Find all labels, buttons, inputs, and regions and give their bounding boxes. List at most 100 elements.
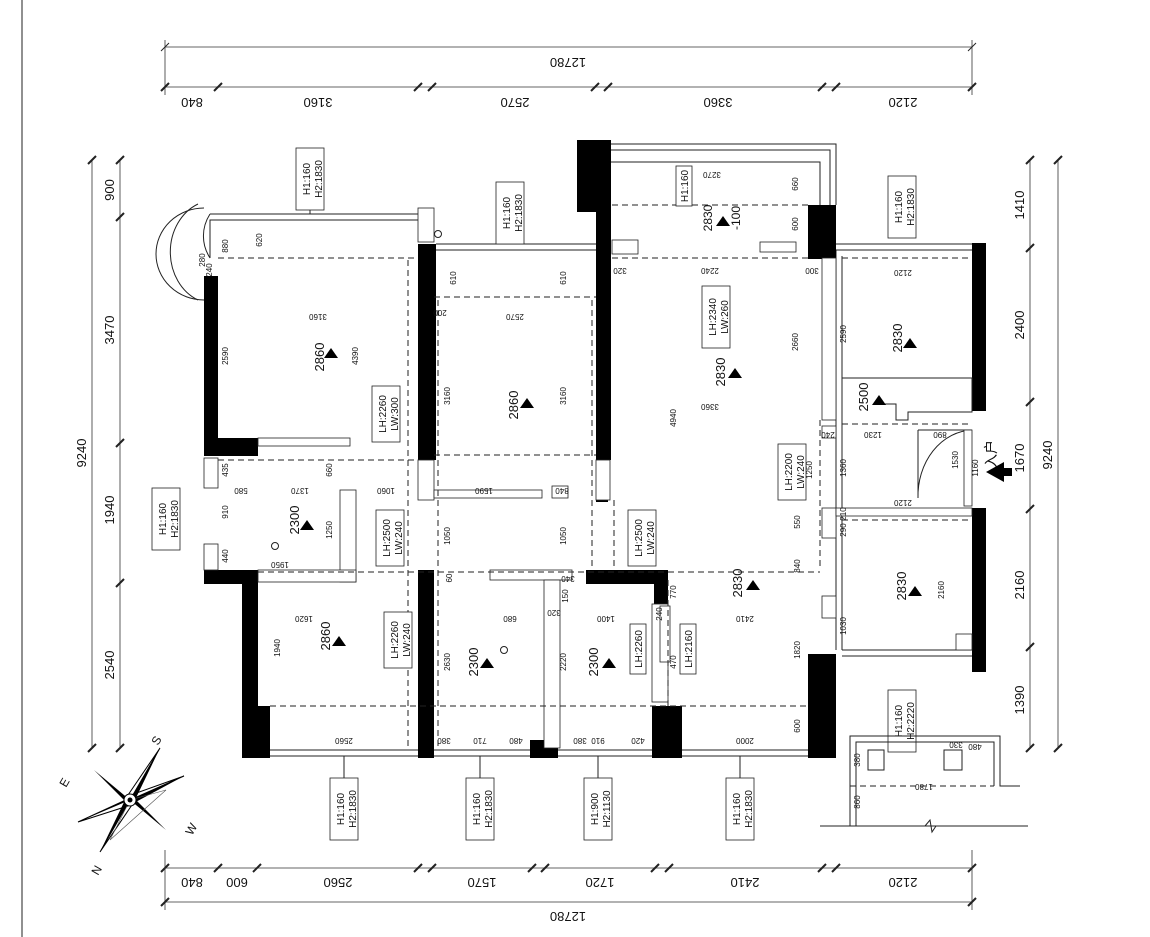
window-h1: H1:160	[680, 169, 691, 202]
inner-dim: 1950	[271, 560, 289, 569]
bottom-dim-6: 2410	[731, 875, 760, 890]
window-h1: H1:160	[732, 792, 743, 825]
inner-dim: 300	[805, 266, 819, 275]
inner-dim: 340	[561, 574, 575, 583]
room-height-label: 2500	[856, 383, 871, 412]
inner-dim: 2560	[335, 736, 353, 745]
inner-dim: 1060	[377, 486, 395, 495]
inner-dim: 610	[559, 271, 568, 285]
window-h2: H2:1830	[348, 790, 359, 828]
inner-dim: 330	[949, 740, 963, 749]
window-h2: H2:1830	[170, 500, 181, 538]
right-dim-3: 1670	[1012, 444, 1027, 473]
balcony-detail	[820, 735, 1028, 834]
inner-dim: 420	[631, 736, 645, 745]
right-dim-1: 1410	[1012, 191, 1027, 220]
inner-dim: 1530	[951, 451, 960, 469]
window-h1: H1:160	[336, 792, 347, 825]
window-h1: H1:900	[590, 792, 601, 825]
window-h1: H1:160	[302, 162, 313, 195]
level-mark-icon	[716, 216, 730, 226]
room-height-label: 2300	[586, 648, 601, 677]
walls	[155, 140, 986, 758]
window-h2: H2:1130	[602, 790, 613, 828]
compass-w: W	[182, 820, 200, 837]
window-h1: H1:160	[158, 502, 169, 535]
level-mark-icon	[332, 636, 346, 646]
light-point-icon	[434, 230, 442, 238]
entry-marker: 入户	[983, 440, 1012, 482]
inner-dim: 860	[853, 795, 862, 809]
inner-dim: 240	[821, 430, 835, 439]
top-dim-1: 840	[181, 95, 203, 110]
inner-dim: 1940	[273, 639, 282, 657]
compass-s: S	[148, 734, 164, 748]
room-height-label: 2860	[312, 343, 327, 372]
inner-dim: 2000	[736, 736, 754, 745]
bottom-dimension-chain: 840 600 2560 1570 1720 2410 2120 12780	[160, 850, 977, 924]
level-mark-icon	[908, 586, 922, 596]
top-total-dim: 12780	[550, 55, 586, 70]
inner-dim: 3160	[443, 387, 452, 405]
inner-dim: 1820	[793, 641, 802, 659]
inner-dim: 380	[437, 736, 451, 745]
window-h2: H2:1830	[314, 160, 325, 198]
inner-dim: 890	[933, 430, 947, 439]
bottom-dim-3: 2560	[324, 875, 353, 890]
level-mark-icon	[872, 395, 886, 405]
beam-lh: LH:2260	[390, 621, 401, 659]
beam-lh: LH:2340	[708, 298, 719, 336]
inner-dim: 1160	[971, 459, 980, 477]
inner-dim: 2160	[937, 581, 946, 599]
inner-dim: 1030	[839, 617, 848, 635]
room-height-label: 2830	[890, 324, 905, 353]
bottom-dim-1: 840	[181, 875, 203, 890]
level-mark-icon	[300, 520, 314, 530]
inner-dim: 1050	[559, 527, 568, 545]
window-h2: H2:1830	[484, 790, 495, 828]
room-height-label: 2830	[730, 569, 745, 598]
inner-dimensions: 3160 2570 3360 2120 2590 4390 3160 3160 …	[198, 170, 982, 809]
inner-dim: 1360	[839, 459, 848, 477]
window-h2: H2:1830	[906, 188, 917, 226]
window-h2: H2:1830	[744, 790, 755, 828]
bottom-dim-5: 1720	[586, 875, 615, 890]
inner-dim: 910	[591, 736, 605, 745]
level-mark-icon	[903, 338, 917, 348]
inner-dim: 600	[791, 217, 800, 231]
left-dim-2: 3470	[102, 316, 117, 345]
right-dimension-chain: 1410 2400 1670 2160 1390 9240	[1012, 155, 1063, 753]
window-h1: H1:160	[894, 190, 905, 223]
inner-dim: 435	[221, 463, 230, 477]
beam-lw: LW:240	[394, 521, 405, 555]
inner-dim: 1250	[325, 521, 334, 539]
inner-dim: 880	[221, 239, 230, 253]
entry-door	[917, 429, 973, 507]
inner-dim: 2120	[894, 268, 912, 277]
top-dimension-chain: 12780 840 3160 2570 3360 2120	[160, 40, 977, 110]
right-dim-2: 2400	[1012, 311, 1027, 340]
bottom-dim-4: 1570	[468, 875, 497, 890]
inner-dim: 3270	[703, 170, 721, 179]
level-mark-icon	[728, 368, 742, 378]
bottom-dim-7: 2120	[889, 875, 918, 890]
top-dim-5: 2120	[889, 95, 918, 110]
inner-dim: 660	[791, 177, 800, 191]
beam-lw: LW:240	[646, 521, 657, 555]
level-mark-icon	[602, 658, 616, 668]
compass: S E W N	[56, 734, 200, 878]
inner-dim: 2590	[839, 325, 848, 343]
inner-dim: 2410	[736, 614, 754, 623]
beam-lh: LH:2260	[634, 630, 645, 668]
left-dim-1: 900	[102, 179, 117, 201]
level-mark-icon	[520, 398, 534, 408]
room-height-label: 2830	[894, 572, 909, 601]
inner-dim: 3360	[701, 402, 719, 411]
window-h1: H1:160	[894, 704, 905, 737]
inner-dim: 770	[669, 585, 678, 599]
inner-dim: 660	[325, 463, 334, 477]
inner-dim: 290	[839, 523, 848, 537]
inner-dim: 440	[221, 549, 230, 563]
inner-dim: 840	[555, 486, 569, 495]
